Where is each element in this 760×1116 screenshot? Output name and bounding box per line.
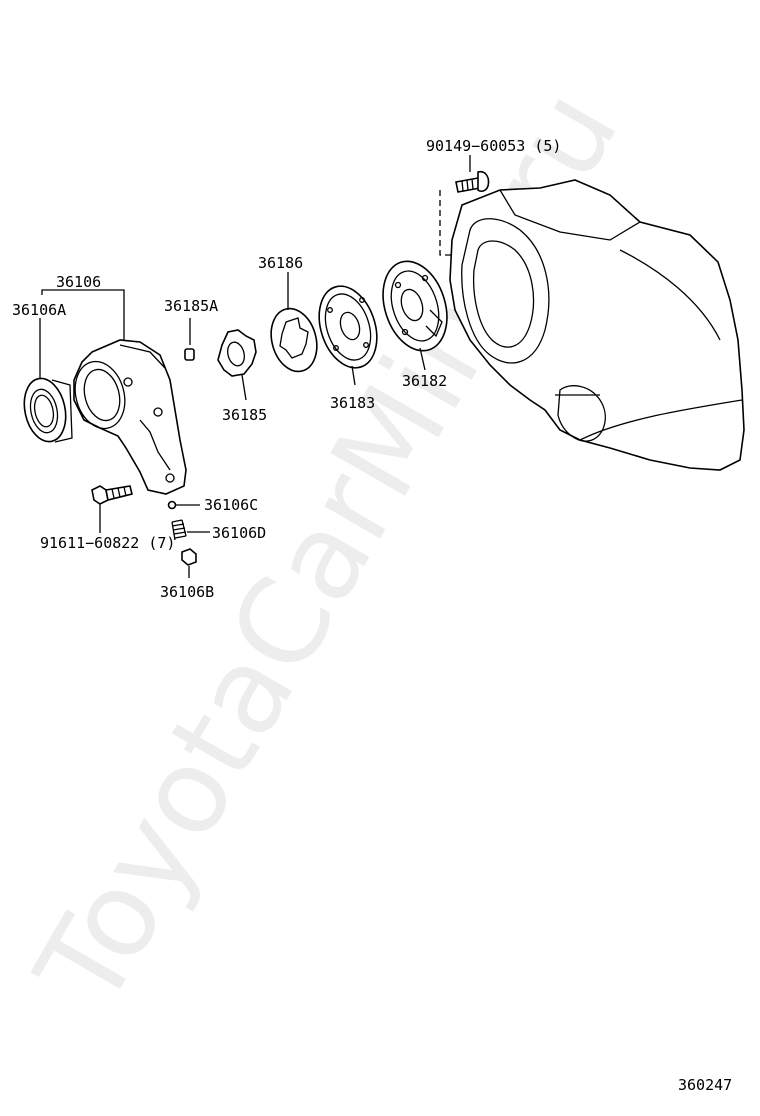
label-36183: 36183 — [330, 394, 375, 412]
part-36106A[interactable] — [19, 375, 73, 446]
label-36186: 36186 — [258, 254, 303, 272]
bolt-91611-60822[interactable] — [91, 485, 133, 505]
bolt-90149-60053[interactable] — [455, 170, 490, 193]
label-90149-60053: 90149−60053 (5) — [426, 137, 561, 155]
label-36185A: 36185A — [164, 297, 218, 315]
label-36106C: 36106C — [204, 496, 258, 514]
leader-36106-bracket — [41, 289, 125, 340]
part-36106D[interactable] — [171, 519, 187, 541]
leader-36185 — [241, 374, 247, 401]
bolt-leader-dashed — [439, 190, 455, 256]
part-36106B[interactable] — [181, 548, 197, 566]
label-36106: 36106 — [56, 273, 101, 291]
leader-36182 — [419, 347, 426, 371]
part-36182[interactable] — [372, 253, 457, 359]
transfer-case-housing[interactable] — [449, 179, 745, 471]
part-36186[interactable] — [264, 303, 323, 376]
diagram-id: 360247 — [678, 1076, 732, 1094]
label-36106D: 36106D — [212, 524, 266, 542]
part-36106[interactable] — [68, 339, 187, 495]
leader-36183 — [351, 365, 356, 386]
label-36182: 36182 — [402, 372, 447, 390]
label-91611-60822: 91611−60822 (7) — [40, 534, 175, 552]
part-36106C[interactable] — [167, 500, 177, 510]
label-36106B: 36106B — [160, 583, 214, 601]
part-36183[interactable] — [309, 279, 386, 376]
label-36106A: 36106A — [12, 301, 66, 319]
label-36185: 36185 — [222, 406, 267, 424]
part-36185[interactable] — [217, 329, 257, 377]
part-36185A[interactable] — [184, 348, 195, 361]
